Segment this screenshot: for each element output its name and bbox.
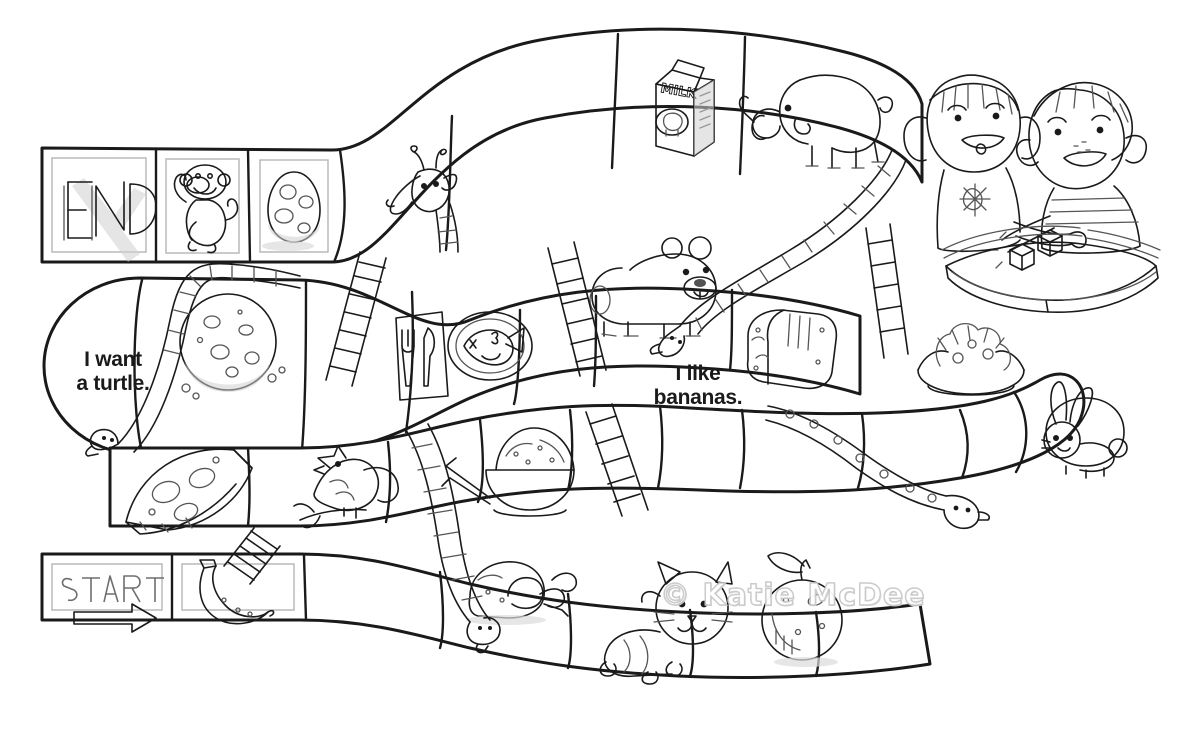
ladder-4 <box>865 223 909 359</box>
tile-pizza-slice <box>125 448 253 535</box>
ladder-2 <box>547 241 607 377</box>
tile-salad-bowl <box>917 323 1025 396</box>
tile-egg <box>262 171 321 251</box>
tile-banana <box>199 559 275 625</box>
tile-rabbit <box>1041 381 1128 479</box>
boy-player <box>1001 81 1148 254</box>
tile-monkey <box>173 164 239 254</box>
milk-label: MILK <box>659 81 698 102</box>
watermark-credit: © Katie McDee <box>659 577 926 614</box>
ladder-1 <box>325 251 387 387</box>
tile-fork-knife-fish <box>395 311 533 401</box>
open-book <box>941 225 1161 314</box>
tile-milk-carton: MILK <box>655 59 715 157</box>
ladders-group <box>223 223 909 585</box>
children-playing <box>903 74 1161 314</box>
row-top: MILK <box>40 27 924 264</box>
tile-cookie <box>179 293 286 400</box>
tile-bear <box>589 236 717 339</box>
tile-bread-loaf <box>746 309 838 390</box>
tile-start-sign <box>61 575 164 633</box>
tile-elephant <box>738 74 894 169</box>
snake-striped-down <box>405 423 501 654</box>
snake-spotted <box>765 405 991 530</box>
speech-label-bananas: I like bananas. <box>653 362 743 410</box>
snake-striped-vertical <box>649 149 907 358</box>
row-second <box>42 236 862 456</box>
snake-striped-long <box>85 262 301 457</box>
ladder-3 <box>585 403 649 517</box>
ladder-5 <box>223 527 281 585</box>
tile-cat <box>599 561 733 685</box>
speech-label-turtle: I want a turtle. <box>76 348 150 396</box>
row-third <box>108 309 1128 535</box>
tile-end-sign <box>63 178 157 262</box>
tile-giraffe <box>385 145 459 253</box>
tile-rice-bowl-chopsticks <box>441 427 575 517</box>
snakes-group <box>85 149 991 654</box>
tile-orange <box>761 552 843 667</box>
tile-bird-on-branch <box>293 445 399 529</box>
